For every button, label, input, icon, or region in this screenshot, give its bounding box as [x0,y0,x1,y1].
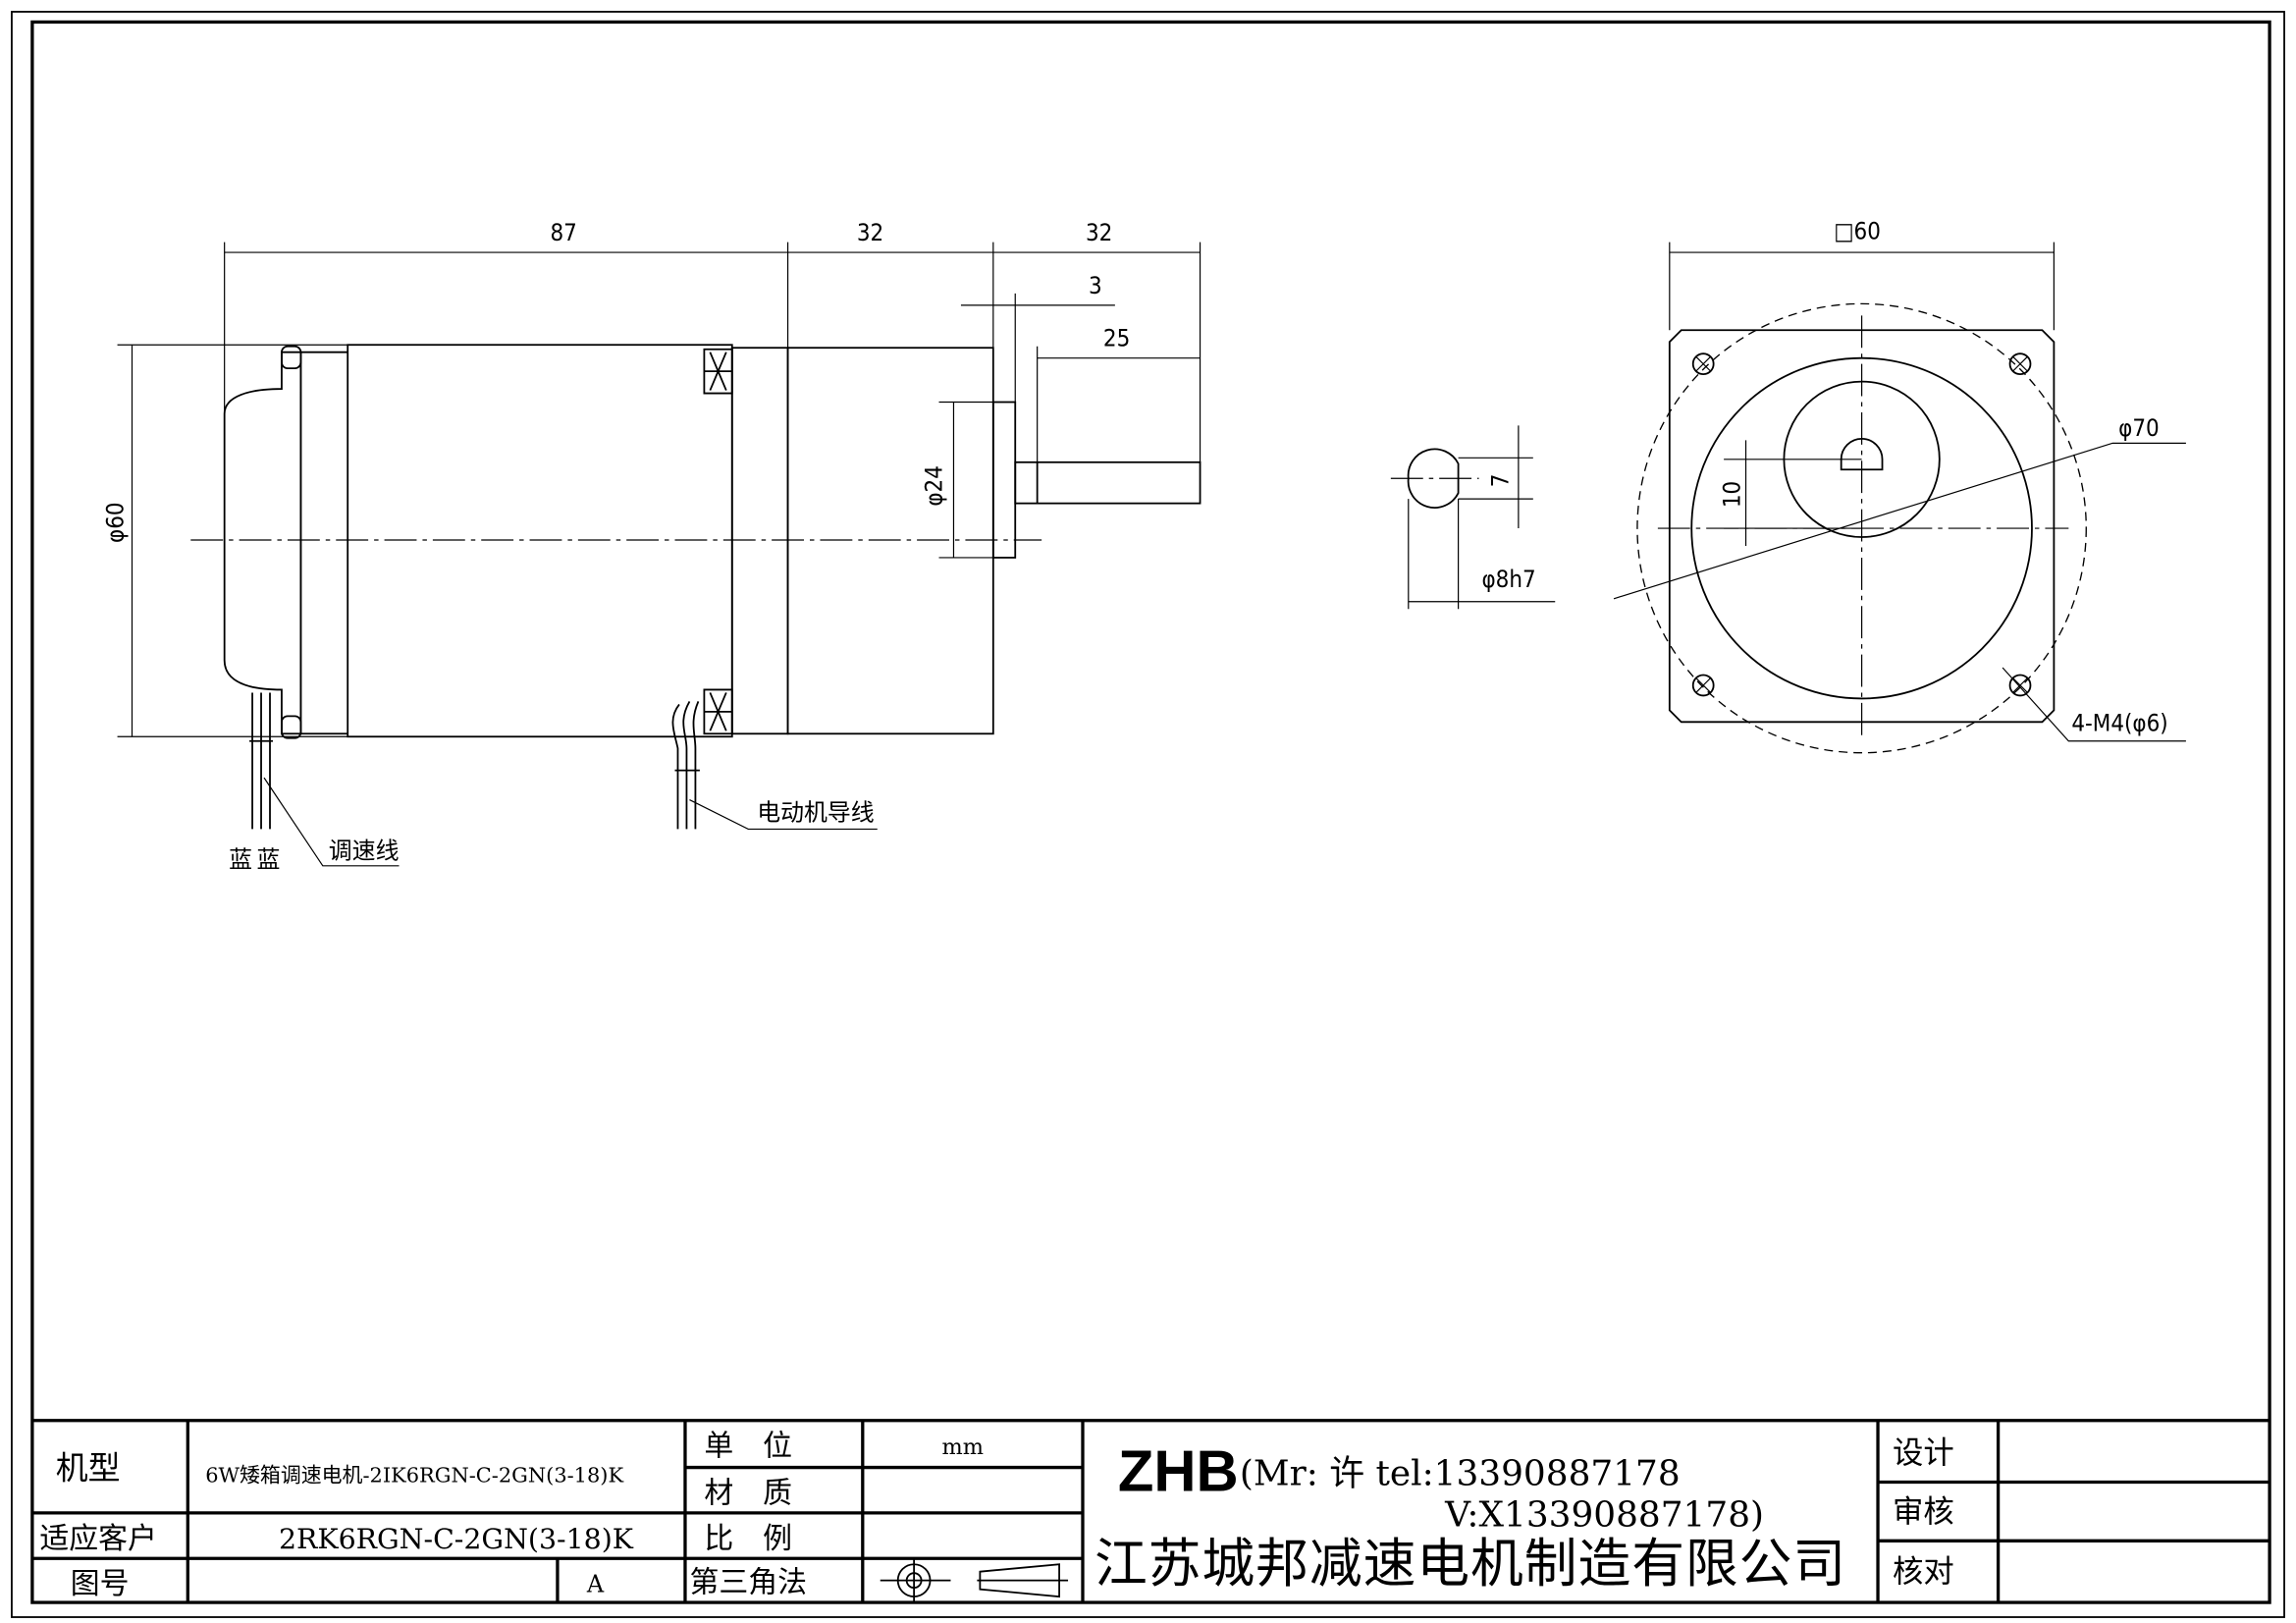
contact-line-1: (Mr: 许 tel:13390887178 [1240,1454,1681,1494]
dim-shaft-length: 32 [1086,219,1112,246]
material-label: 材 质 [704,1476,792,1510]
title-block: 机型 6W矮箱调速电机-2IK6RGN-C-2GN(3-18)K 单 位 mm … [31,1419,2270,1603]
dim-shaft-offset: 10 [1719,481,1746,508]
dim-boss-diameter: φ24 [921,465,948,507]
dim-gearbox-length: 32 [857,219,883,246]
outer-border [11,11,2285,1618]
model-value: 6W矮箱调速电机-2IK6RGN-C-2GN(3-18)K [205,1464,623,1488]
customer-label: 适应客户 [39,1522,157,1556]
third-angle-projection-icon [880,1558,1069,1603]
dim-key-length: 25 [1103,325,1130,352]
front-view: □60 φ70 10 4-M4(φ6) [1613,218,2186,754]
dim-bolt-circle: φ70 [2118,414,2160,442]
customer-value: 2RK6RGN-C-2GN(3-18)K [279,1523,634,1555]
dim-flat-depth: 7 [1486,474,1514,488]
shaft-section: 7 φ8h7 [1390,425,1556,610]
side-view: 蓝 蓝 调速线 电动机导线 87 32 32 3 25 φ60 φ24 [102,219,1201,873]
review-label: 审核 [1893,1494,1954,1530]
check-label: 核对 [1893,1554,1954,1590]
wire-color-2: 蓝 [257,845,281,873]
speed-wire-label: 调速线 [329,837,400,864]
drawing-no-label: 图号 [71,1567,130,1601]
contact-line-2: V:X13390887178) [1444,1494,1764,1535]
scale-label: 比 例 [704,1522,792,1556]
motor-lead-label: 电动机导线 [757,798,875,826]
inner-frame [30,20,2271,1604]
dim-mount-holes: 4-M4(φ6) [2071,709,2167,736]
unit-label: 单 位 [704,1430,792,1464]
dim-shaft-diameter: φ8h7 [1482,566,1536,593]
dim-boss-height: 3 [1089,272,1102,299]
unit-value: mm [942,1434,985,1460]
wire-color-1: 蓝 [229,845,252,873]
projection-label: 第三角法 [689,1566,807,1600]
dim-flange-square: □60 [1834,218,1881,245]
design-label: 设计 [1893,1435,1954,1471]
model-label: 机型 [56,1449,121,1488]
dim-body-length: 87 [550,219,576,246]
brand-logo: ZHB [1118,1437,1239,1503]
revision: A [586,1571,605,1598]
company-name: 江苏城邦减速电机制造有限公司 [1095,1533,1845,1595]
dim-motor-diameter: φ60 [102,502,130,543]
